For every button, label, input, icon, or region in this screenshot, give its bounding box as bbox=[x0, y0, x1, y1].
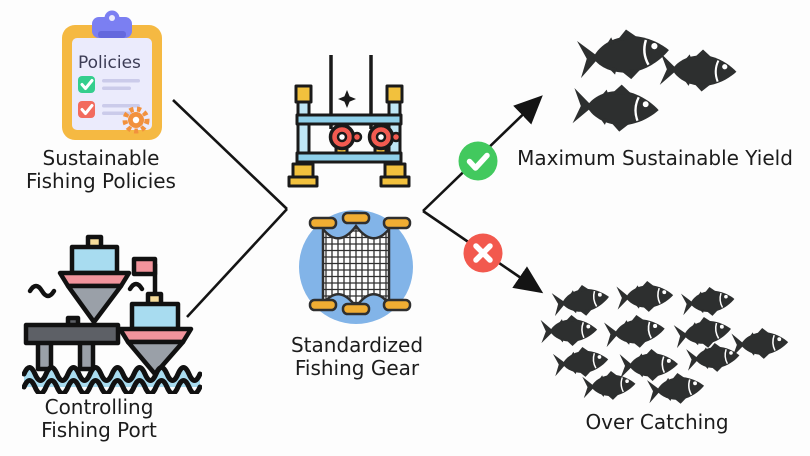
fish-icon bbox=[672, 312, 734, 353]
net-floats bbox=[308, 211, 412, 316]
line-policies-to-gear bbox=[172, 99, 288, 210]
policies-clipboard-icon: Policies bbox=[62, 10, 162, 140]
sparkle-icon bbox=[338, 90, 356, 108]
label-over-catching: Over Catching bbox=[585, 410, 729, 434]
label-line: Standardized bbox=[290, 333, 424, 357]
gear-icon bbox=[122, 106, 150, 134]
label-sustainable-fishing-policies: Sustainable Fishing Policies bbox=[0, 147, 202, 193]
label-maximum-sustainable-yield: Maximum Sustainable Yield bbox=[517, 146, 793, 170]
fishing-rod-rack-icon bbox=[287, 55, 411, 188]
fish-icon bbox=[685, 340, 742, 376]
reel-icon bbox=[328, 123, 363, 151]
fish-icon bbox=[570, 80, 662, 135]
fish-icon bbox=[615, 278, 675, 315]
label-line: Controlling bbox=[44, 395, 154, 419]
label-line: Fishing Port bbox=[41, 418, 157, 442]
flag-boat-icon bbox=[117, 256, 194, 377]
reel-icon bbox=[367, 123, 402, 151]
fish-icon bbox=[575, 24, 673, 86]
fishing-net-icon bbox=[299, 210, 413, 324]
cross-icon bbox=[463, 233, 503, 273]
fish-icon bbox=[550, 280, 612, 321]
fish-icon bbox=[658, 47, 739, 94]
fish-icon bbox=[539, 313, 599, 348]
fish-icon bbox=[602, 311, 668, 353]
fish-icon bbox=[618, 347, 680, 383]
fish-group-yield bbox=[570, 24, 739, 135]
waves-icon bbox=[22, 365, 202, 394]
fish-icon bbox=[730, 325, 790, 362]
fish-group-overcatching bbox=[539, 278, 790, 408]
fish-icon bbox=[679, 283, 737, 320]
label-line: Sustainable bbox=[42, 146, 160, 170]
fish-icon bbox=[551, 343, 611, 381]
dock-icon bbox=[23, 315, 121, 372]
fish-icon bbox=[581, 368, 638, 403]
clipboard-title: Policies bbox=[78, 53, 141, 73]
label-line: Fishing Policies bbox=[26, 169, 176, 193]
label-controlling-fishing-port: Controlling Fishing Port bbox=[0, 396, 198, 442]
small-boat-icon bbox=[57, 234, 132, 325]
check-icon bbox=[458, 141, 498, 181]
fishing-port-icon bbox=[22, 234, 202, 394]
label-standardized-fishing-gear: Standardized Fishing Gear bbox=[258, 334, 456, 380]
line-port-to-gear bbox=[186, 208, 288, 318]
label-line: Fishing Gear bbox=[294, 356, 420, 380]
